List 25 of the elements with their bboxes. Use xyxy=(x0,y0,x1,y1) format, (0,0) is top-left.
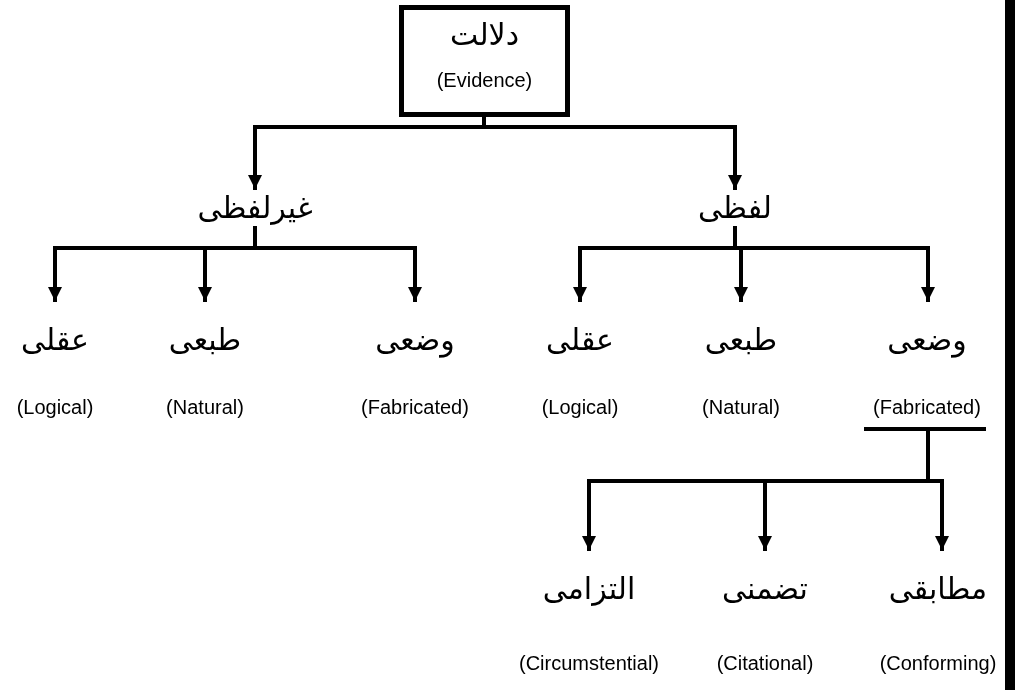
category-label: التزامی xyxy=(542,570,636,608)
root-box xyxy=(399,5,570,117)
category-label: (Logical) xyxy=(16,395,94,419)
arrow xyxy=(482,115,742,190)
category-label: (Circumstential) xyxy=(519,651,659,675)
category-label: (Natural) xyxy=(166,395,244,419)
category-label: (Fabricated) xyxy=(361,395,469,419)
category-label: مطابقی xyxy=(888,570,988,608)
category-label: (Evidence) xyxy=(436,68,533,92)
category-label: طبعی xyxy=(704,321,778,359)
category-label: وضعی xyxy=(887,321,967,360)
category-label: تضمنی xyxy=(722,570,808,608)
category-label: (Natural) xyxy=(702,395,780,419)
category-label: طبعی xyxy=(168,321,242,359)
category-label: (Logical) xyxy=(541,395,619,419)
category-label: عقلی xyxy=(21,321,89,359)
category-label: دلالت xyxy=(449,16,520,54)
category-label: عقلی xyxy=(546,321,614,359)
arrow xyxy=(926,427,949,551)
category-label: (Fabricated) xyxy=(873,395,981,419)
category-label: (Conforming) xyxy=(879,651,997,675)
category-label: لفظی xyxy=(698,189,772,227)
category-label: (Citational) xyxy=(716,651,814,675)
category-label: وضعی xyxy=(375,321,455,360)
category-label: غیرلفظی xyxy=(197,189,313,227)
